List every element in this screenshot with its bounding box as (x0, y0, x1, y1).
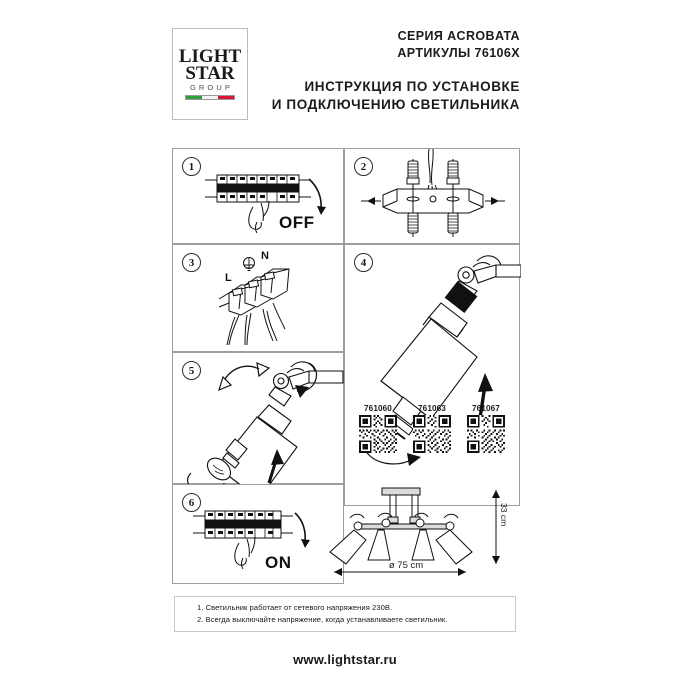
circuit-breaker-on-icon (193, 510, 310, 570)
safety-notes-box: 1. Светильник работает от сетевого напря… (174, 596, 516, 632)
qr-label-761060: 761060 (364, 404, 392, 413)
logo-text-group: GROUP (189, 83, 233, 93)
product-dimension-diagram: ø 75 cm 33 cm (320, 476, 520, 588)
document-header: LIGHT STAR GROUP СЕРИЯ ACROBATA АРТИКУЛЫ… (172, 28, 520, 120)
document-title: ИНСТРУКЦИЯ ПО УСТАНОВКЕ И ПОДКЛЮЧЕНИЮ СВ… (260, 78, 520, 113)
step-panel-4: 4 (344, 244, 521, 506)
italian-flag-icon (185, 95, 235, 101)
note-item-2: 2. Всегда выключайте напряжение, когда у… (197, 615, 448, 624)
step-number-2: 2 (354, 157, 373, 176)
step-1-label: OFF (279, 213, 315, 232)
qr-code-icon-761067[interactable] (467, 415, 505, 453)
document-footer: www.lightstar.ru (0, 652, 690, 667)
step-panel-6: 6 (172, 484, 344, 584)
qr-item-761063: 761063 (410, 404, 454, 453)
step-panel-2: 2 (344, 148, 520, 244)
qr-code-icon-761063[interactable] (413, 415, 451, 453)
qr-item-761067: 761067 (464, 404, 508, 453)
qr-label-761063: 761063 (418, 404, 446, 413)
qr-code-icon-761060[interactable] (359, 415, 397, 453)
logo-text-star: STAR (185, 63, 235, 84)
step-number-3: 3 (182, 253, 201, 272)
step-number-1: 1 (182, 157, 201, 176)
lamp-adjust-icon (187, 361, 344, 485)
dimension-width-label: ø 75 cm (388, 560, 424, 571)
lamp-shade-bulb-icon (363, 255, 521, 466)
step-panel-3: 3 (172, 244, 344, 352)
step-6-label: ON (265, 553, 292, 572)
article-numbers: АРТИКУЛЫ 76106X (397, 45, 520, 60)
website-url[interactable]: www.lightstar.ru (293, 652, 397, 667)
qr-label-761067: 761067 (472, 404, 500, 413)
series-name: СЕРИЯ ACROBATA (397, 29, 520, 43)
title-line-1: ИНСТРУКЦИЯ ПО УСТАНОВКЕ (304, 79, 520, 94)
lightstar-logo: LIGHT STAR GROUP (172, 28, 248, 120)
step-number-5: 5 (182, 361, 201, 380)
terminal-block-icon: L N (218, 250, 290, 346)
step-number-4: 4 (354, 253, 373, 272)
mounting-bracket-icon (361, 149, 505, 237)
circuit-breaker-off-icon (205, 174, 326, 234)
dimension-height-label: 33 cm (499, 503, 509, 527)
product-qr-codes: 761060 (356, 404, 508, 458)
step-panel-1: 1 (172, 148, 344, 244)
note-item-1: 1. Светильник работает от сетевого напря… (197, 603, 393, 612)
step-panel-5: 5 (172, 352, 344, 485)
logo-text-light: LIGHT (178, 45, 242, 67)
header-text-block: СЕРИЯ ACROBATA АРТИКУЛЫ 76106X ИНСТРУКЦИ… (260, 28, 520, 113)
terminal-label-live: L (225, 272, 232, 284)
title-line-2: И ПОДКЛЮЧЕНИЮ СВЕТИЛЬНИКА (271, 96, 520, 112)
terminal-label-neutral: N (261, 250, 269, 262)
ceiling-lamp-outline-icon (329, 487, 500, 576)
qr-item-761060: 761060 (356, 404, 400, 453)
step-number-6: 6 (182, 493, 201, 512)
